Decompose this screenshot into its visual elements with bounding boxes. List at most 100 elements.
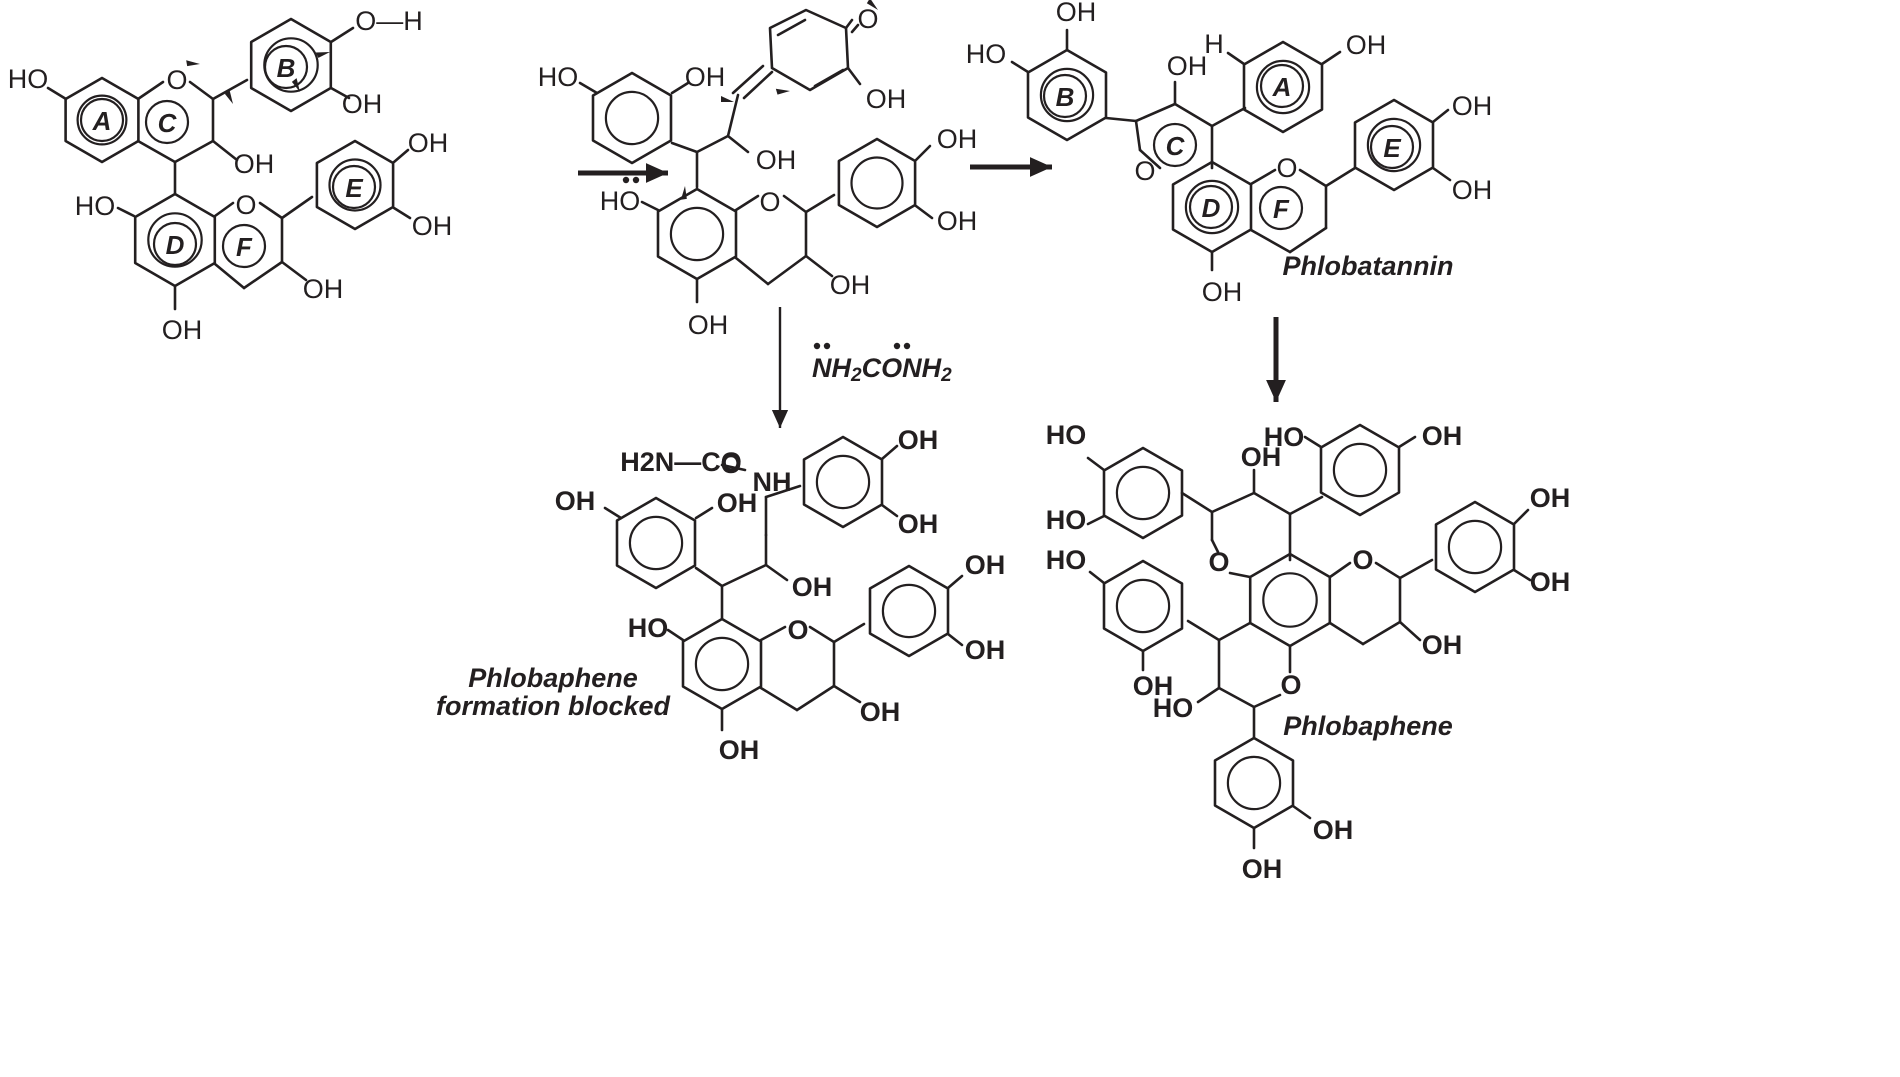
lone-pair-dot bbox=[823, 342, 831, 350]
bond bbox=[670, 81, 690, 95]
bond bbox=[213, 262, 246, 290]
bond bbox=[329, 26, 355, 44]
bond bbox=[880, 444, 899, 461]
bond bbox=[1298, 168, 1328, 188]
hydroxyl-label: OH bbox=[1346, 30, 1387, 60]
hydroxyl-label: OH bbox=[792, 572, 833, 602]
ring-oxygen: O bbox=[166, 65, 187, 95]
ring-label-a: A bbox=[1272, 72, 1292, 102]
aromatic-circle bbox=[1447, 519, 1503, 575]
bond bbox=[1291, 804, 1312, 820]
bond bbox=[1303, 435, 1323, 449]
hydroxyl-label: OH bbox=[937, 206, 978, 236]
bond bbox=[603, 506, 623, 520]
hydroxyl-label: OH bbox=[937, 124, 978, 154]
bond bbox=[1180, 491, 1214, 514]
bond bbox=[1431, 108, 1450, 124]
bond bbox=[1186, 619, 1221, 642]
bond bbox=[1210, 491, 1256, 514]
aromatic-circle bbox=[1255, 59, 1311, 115]
bond bbox=[1288, 495, 1324, 516]
bond bbox=[776, 18, 807, 37]
bond bbox=[1138, 148, 1162, 170]
bond bbox=[759, 625, 787, 642]
ring-label-f: F bbox=[236, 232, 253, 262]
aromatic-circle bbox=[604, 90, 660, 146]
bond bbox=[914, 144, 932, 162]
bond-layer bbox=[46, 8, 1532, 850]
bond bbox=[211, 139, 239, 162]
ring-label-circle bbox=[1258, 185, 1304, 231]
bond bbox=[1226, 51, 1246, 66]
bond bbox=[694, 566, 724, 588]
ring-oxygen: O bbox=[1352, 545, 1373, 575]
bond bbox=[1249, 228, 1292, 254]
bond bbox=[766, 254, 808, 286]
hydroxyl-label: OH bbox=[717, 488, 758, 518]
reaction-arrow-2-head bbox=[1030, 157, 1052, 177]
bond bbox=[1217, 686, 1256, 709]
aromatic-ring-layer bbox=[76, 37, 1503, 811]
ring-label-circle bbox=[221, 223, 267, 269]
bond bbox=[280, 195, 314, 220]
hydroxyl-label: OH bbox=[965, 635, 1006, 665]
hydroxyl-label: OH bbox=[1422, 630, 1463, 660]
bond bbox=[742, 70, 774, 100]
hydroxyl-label: OH bbox=[1241, 442, 1282, 472]
bond bbox=[213, 201, 235, 218]
bond bbox=[726, 134, 750, 154]
hydroxyl-label: HO bbox=[1264, 422, 1305, 452]
aromatic-circle bbox=[328, 158, 382, 212]
ring-label-c: C bbox=[1166, 131, 1186, 161]
bond bbox=[1512, 568, 1532, 582]
bond bbox=[1398, 620, 1422, 642]
hydroxyl-label: OH bbox=[1056, 0, 1097, 27]
bond bbox=[1228, 571, 1252, 579]
hydroxyl-label: OH bbox=[1242, 854, 1283, 884]
hydroxyl-label: OH bbox=[1167, 51, 1208, 81]
bond bbox=[1249, 168, 1277, 186]
bond bbox=[1431, 166, 1452, 182]
ring-resorcinol-top bbox=[591, 71, 673, 165]
bond bbox=[173, 139, 215, 164]
hydroxyl-label: HO bbox=[1046, 420, 1087, 450]
hydroxyl-label: O—H bbox=[355, 6, 423, 36]
bond bbox=[1086, 456, 1106, 472]
bond bbox=[734, 194, 760, 212]
aromatic-circle bbox=[1262, 572, 1318, 628]
ring-catechol-intermediate bbox=[837, 137, 917, 229]
bond bbox=[242, 260, 284, 290]
hydroxyl-label: HO bbox=[966, 39, 1007, 69]
curly-arrowhead bbox=[680, 186, 687, 200]
hydroxyl-label: HO bbox=[75, 191, 116, 221]
hydroxyl-label: HO bbox=[538, 62, 579, 92]
hydroxyl-label: OH bbox=[688, 310, 729, 340]
aromatic-circle bbox=[881, 583, 937, 639]
bond bbox=[804, 193, 836, 214]
urea-oxygen: O bbox=[720, 449, 741, 479]
ring-label-circle bbox=[1188, 184, 1234, 230]
bond bbox=[764, 484, 802, 499]
aromatic-circle bbox=[815, 454, 871, 510]
bond bbox=[280, 260, 308, 282]
bond bbox=[1210, 106, 1247, 128]
reaction-arrow-3-head bbox=[1266, 380, 1286, 402]
bond bbox=[258, 201, 284, 220]
hydroxyl-label: OH bbox=[234, 149, 275, 179]
urea-fragment: H2N—CO bbox=[620, 447, 742, 477]
ring-oxygen: O bbox=[787, 615, 808, 645]
bond bbox=[694, 506, 714, 520]
bond bbox=[1134, 119, 1142, 152]
ring-e bbox=[315, 139, 395, 231]
aromatic-circle bbox=[1115, 465, 1171, 521]
bond bbox=[1252, 491, 1292, 516]
ring-oxygen: O bbox=[235, 190, 256, 220]
hydroxyl-label: OH bbox=[756, 145, 797, 175]
aromatic-circle bbox=[76, 94, 128, 146]
bond bbox=[670, 141, 699, 154]
ring-label-b: B bbox=[277, 53, 296, 83]
lone-pair-dot bbox=[813, 342, 821, 350]
bond bbox=[1173, 102, 1214, 128]
